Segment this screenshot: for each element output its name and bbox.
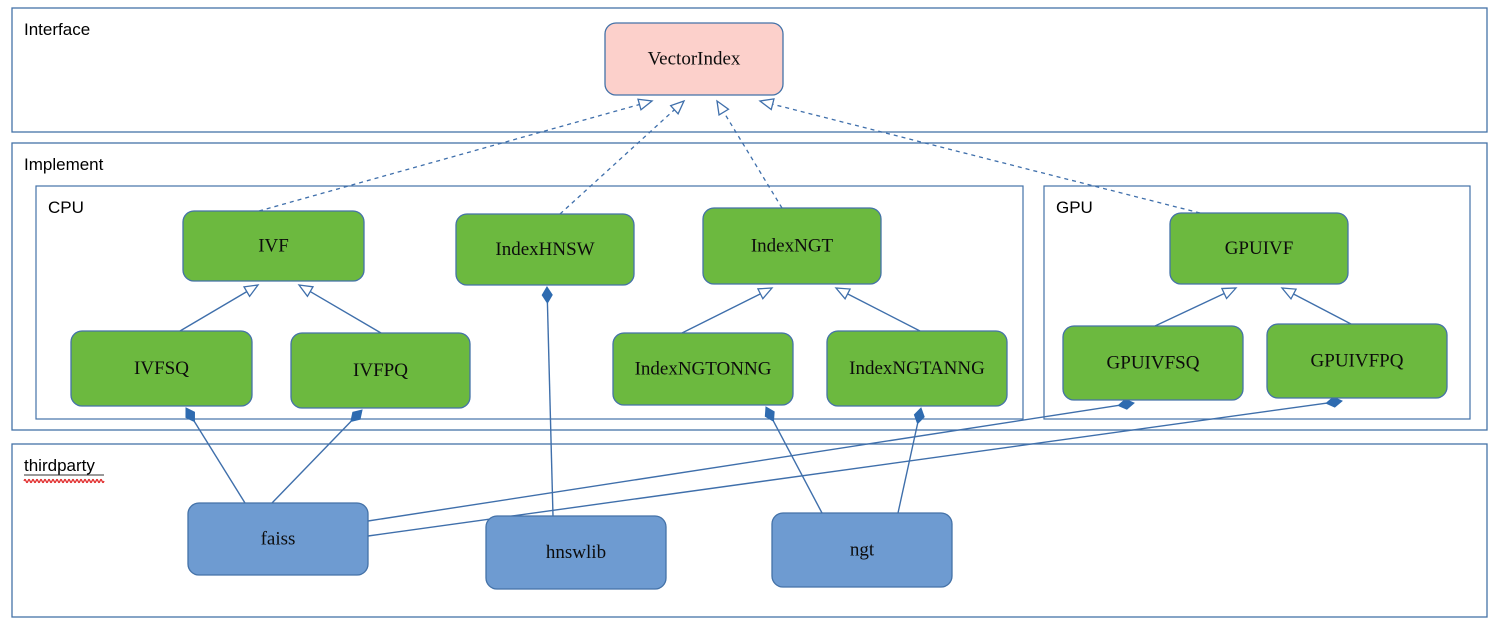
edge-line (546, 302, 554, 517)
node-GPUIVFSQ[interactable]: GPUIVFSQ (1062, 325, 1244, 401)
node-label-IVFPQ: IVFPQ (353, 360, 408, 381)
edge-line (1293, 293, 1352, 325)
edge-IndexNGT-to-VectorIndex (716, 99, 783, 209)
inheritance-arrowhead-icon (297, 284, 315, 298)
node-box-IndexHNSW[interactable] (455, 213, 635, 286)
node-IndexNGT[interactable]: IndexNGT (702, 207, 882, 285)
edge-line (772, 103, 1201, 214)
edge-line (847, 293, 921, 332)
edge-line (309, 290, 382, 334)
node-IndexHNSW[interactable]: IndexHNSW (455, 213, 635, 286)
edge-IndexHNSW-to-VectorIndex (559, 99, 686, 215)
edge-line (258, 103, 640, 212)
node-box-IndexNGT[interactable] (702, 207, 882, 285)
edge-line (559, 109, 675, 215)
node-label-IVF: IVF (258, 235, 289, 256)
composition-diamond-icon (185, 407, 195, 423)
node-box-ngt[interactable] (771, 512, 953, 588)
node-IVF[interactable]: IVF (182, 210, 365, 282)
node-ngt[interactable]: ngt (771, 512, 953, 588)
node-label-IndexNGT: IndexNGT (751, 235, 834, 256)
container-label-gpu: GPU (1056, 198, 1093, 217)
node-box-IndexNGTANNG[interactable] (826, 330, 1008, 407)
node-label-VectorIndex: VectorIndex (648, 48, 741, 69)
node-box-VectorIndex[interactable] (604, 22, 784, 96)
edge-line (1154, 292, 1225, 327)
node-label-ngt: ngt (850, 539, 875, 560)
node-box-hnswlib[interactable] (485, 515, 667, 590)
edge-GPUIVFSQ-to-GPUIVF (1154, 287, 1238, 327)
edge-line (193, 421, 246, 504)
edge-IVFPQ-to-IVF (297, 284, 382, 334)
realization-arrowhead-icon (758, 98, 775, 111)
node-label-IVFSQ: IVFSQ (134, 358, 189, 379)
composition-diamond-icon (913, 407, 925, 425)
node-label-IndexHNSW: IndexHNSW (495, 239, 594, 260)
edge-IVFSQ-to-IVF (179, 284, 260, 332)
container-label-thirdparty: thirdparty (24, 456, 95, 475)
edge-line (271, 421, 352, 504)
edge-faiss-to-IVFSQ (185, 407, 246, 504)
node-label-hnswlib: hnswlib (546, 542, 606, 563)
node-box-faiss[interactable] (187, 502, 369, 576)
node-faiss[interactable]: faiss (187, 502, 369, 576)
composition-diamond-icon (541, 286, 553, 304)
spellcheck-squiggle-icon (23, 478, 105, 484)
edge-GPUIVF-to-VectorIndex (758, 98, 1201, 214)
node-label-GPUIVF: GPUIVF (1225, 238, 1294, 259)
container-label-interface: Interface (24, 20, 90, 39)
inheritance-arrowhead-icon (1220, 287, 1238, 300)
edge-line (772, 420, 823, 514)
edge-IndexNGTONNG-to-IndexNGT (681, 287, 774, 334)
node-box-IVFPQ[interactable] (290, 332, 471, 409)
edge-ngt-to-IndexNGTANNG (897, 407, 925, 514)
node-IVFSQ[interactable]: IVFSQ (70, 330, 253, 407)
node-GPUIVFPQ[interactable]: GPUIVFPQ (1266, 323, 1448, 399)
edge-IVF-to-VectorIndex (258, 98, 654, 212)
edge-IndexNGTANNG-to-IndexNGT (834, 287, 921, 332)
edge-line (897, 423, 919, 514)
edge-line (367, 402, 1327, 537)
edge-faiss-to-IVFPQ (271, 409, 363, 504)
inheritance-arrowhead-icon (756, 287, 774, 300)
edge-hnswlib-to-IndexHNSW (541, 286, 554, 517)
container-label-cpu: CPU (48, 198, 84, 217)
node-IVFPQ[interactable]: IVFPQ (290, 332, 471, 409)
node-GPUIVF[interactable]: GPUIVF (1169, 212, 1349, 285)
edge-line (367, 404, 1119, 522)
node-label-IndexNGTANNG: IndexNGTANNG (849, 358, 985, 379)
realization-arrowhead-icon (669, 99, 686, 115)
node-box-GPUIVFSQ[interactable] (1062, 325, 1244, 401)
edge-ngt-to-IndexNGTONNG (764, 406, 823, 514)
edges-layer (179, 98, 1352, 537)
node-IndexNGTONNG[interactable]: IndexNGTONNG (612, 332, 794, 406)
edge-GPUIVFPQ-to-GPUIVF (1280, 287, 1352, 325)
edge-line (179, 291, 248, 332)
node-box-GPUIVFPQ[interactable] (1266, 323, 1448, 399)
node-box-IVF[interactable] (182, 210, 365, 282)
node-label-IndexNGTONNG: IndexNGTONNG (635, 358, 772, 379)
container-label-implement: Implement (24, 155, 104, 174)
node-VectorIndex[interactable]: VectorIndex (604, 22, 784, 96)
inheritance-arrowhead-icon (242, 284, 260, 298)
realization-arrowhead-icon (716, 99, 730, 117)
node-IndexNGTANNG[interactable]: IndexNGTANNG (826, 330, 1008, 407)
realization-arrowhead-icon (637, 98, 654, 111)
node-box-IndexNGTONNG[interactable] (612, 332, 794, 406)
composition-diamond-icon (350, 409, 363, 423)
inheritance-arrowhead-icon (1280, 287, 1298, 301)
node-hnswlib[interactable]: hnswlib (485, 515, 667, 590)
node-label-faiss: faiss (261, 528, 296, 549)
node-box-IVFSQ[interactable] (70, 330, 253, 407)
node-label-GPUIVFSQ: GPUIVFSQ (1107, 352, 1200, 373)
node-label-GPUIVFPQ: GPUIVFPQ (1311, 350, 1404, 371)
edge-line (723, 111, 783, 209)
node-box-GPUIVF[interactable] (1169, 212, 1349, 285)
composition-diamond-icon (764, 406, 775, 422)
inheritance-arrowhead-icon (834, 287, 852, 300)
edge-line (681, 293, 761, 334)
